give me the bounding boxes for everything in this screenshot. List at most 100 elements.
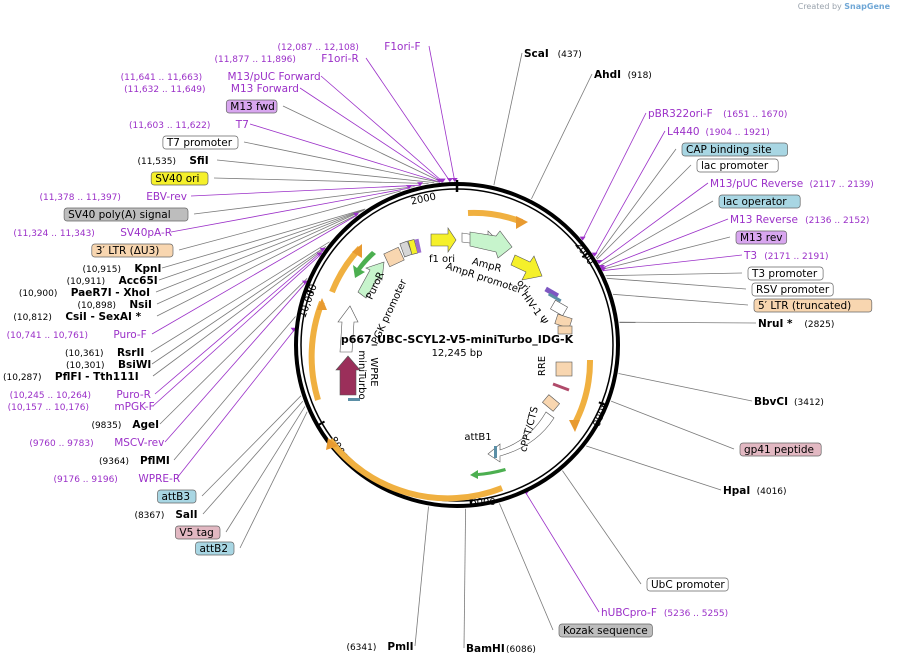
map-label-t3-promoter[interactable]: T3 promoter: [747, 266, 824, 281]
map-label-attb3[interactable]: attB3: [157, 489, 197, 504]
map-label-hubcpro-f[interactable]: hUBCpro-F(5236 .. 5255): [601, 607, 728, 619]
map-label-l4440[interactable]: L4440(1904 .. 1921): [667, 126, 770, 138]
map-label-f1ori-r[interactable]: F1ori-R(11,877 .. 11,896): [214, 53, 358, 65]
map-label-m13-reverse[interactable]: M13 Reverse(2136 .. 2152): [730, 214, 869, 226]
label-range-mpgk-f: (10,157 .. 10,176): [8, 403, 89, 413]
map-label-lac-promoter[interactable]: lac promoter: [696, 158, 779, 173]
leader-agei: [159, 278, 308, 425]
label-box-lac-operator: [718, 194, 801, 209]
map-label-sv40-polya[interactable]: SV40 poly(A) signal: [63, 207, 189, 222]
leader-m13-fwd-box: [282, 105, 442, 183]
map-label-mscv-rev[interactable]: MSCV-rev(9760 .. 9783): [29, 437, 164, 449]
map-label-pflmi[interactable]: PflMI(9364): [99, 455, 170, 467]
map-label-agei[interactable]: AgeI(9835): [91, 419, 159, 431]
map-label-m13-rev-box[interactable]: M13 rev: [735, 230, 788, 245]
map-label-ltr5[interactable]: 5′ LTR (truncated): [753, 298, 873, 313]
leader-ahdi: [531, 73, 593, 200]
map-label-kozak[interactable]: Kozak sequence: [558, 623, 653, 638]
map-label-pbr322ori-f[interactable]: pBR322ori-F(1651 .. 1670): [648, 108, 787, 120]
map-label-lac-operator[interactable]: lac operator: [718, 194, 801, 209]
map-label-ubc-promoter[interactable]: UbC promoter: [646, 577, 729, 592]
label-range-m13-reverse: (2136 .. 2152): [805, 216, 869, 226]
primer-mark-puro-r: [319, 247, 326, 252]
features: [335, 227, 573, 479]
map-label-cap-binding[interactable]: CAP binding site: [681, 142, 788, 157]
label-range-nsii: (10,898): [77, 301, 116, 311]
map-label-sfii[interactable]: SfiI(11,535): [137, 155, 208, 167]
map-label-attb2[interactable]: attB2: [195, 541, 235, 556]
tick-mark: [317, 420, 325, 427]
leader-rsv-promoter: [606, 277, 747, 290]
map-label-kpni[interactable]: KpnI(10,915): [82, 263, 161, 275]
label-range-csii: (10,812): [13, 313, 52, 323]
label-name-l4440: L4440: [667, 126, 700, 138]
map-label-m13puc-fwd[interactable]: M13/pUC Forward(11,641 .. 11,663): [121, 71, 321, 83]
map-label-hpai[interactable]: HpaI(4016): [723, 485, 787, 497]
ubc-promoter-arrow: [487, 411, 555, 463]
map-label-nsii[interactable]: NsiI (10,898): [77, 299, 151, 311]
map-label-sali[interactable]: SalI(8367): [134, 509, 197, 521]
arrowhead-2: [569, 420, 580, 432]
map-label-t7[interactable]: T7(11,603 .. 11,622): [129, 119, 249, 131]
map-label-m13puc-rev[interactable]: M13/pUC Reverse(2117 .. 2139): [710, 178, 874, 190]
map-label-gp41[interactable]: gp41 peptide: [739, 442, 822, 457]
leader-f1ori-r: [365, 57, 451, 182]
map-label-bamhi[interactable]: BamHI(6086): [466, 643, 536, 655]
feature-label-hiv1: HIV-1 Ψ: [519, 290, 550, 327]
label-name-nsii: NsiI: [129, 299, 152, 311]
leader-attb3: [201, 395, 302, 497]
label-box-rsv-promoter: [751, 282, 834, 297]
map-label-rsrii[interactable]: RsrII(10,361): [65, 347, 144, 359]
map-label-scai[interactable]: ScaI(437): [524, 48, 582, 60]
map-label-ebv-rev[interactable]: EBV-rev(11,378 .. 11,397): [39, 191, 186, 203]
label-name-f1ori-f: F1ori-F: [384, 41, 420, 53]
label-name-m13puc-rev: M13/pUC Reverse: [710, 178, 803, 190]
map-label-sv40-ori[interactable]: SV40 ori: [150, 171, 209, 186]
map-label-paer7i[interactable]: PaeR7I - XhoI(10,900): [19, 287, 150, 299]
label-name-kpni: KpnI: [134, 263, 161, 275]
leader-f1ori-f: [428, 45, 456, 182]
leader-hpai: [586, 445, 722, 491]
map-label-t7-promoter[interactable]: T7 promoter: [162, 135, 239, 150]
map-label-t3[interactable]: T3(2171 .. 2191): [743, 250, 828, 262]
map-label-v5-tag[interactable]: V5 tag: [175, 525, 221, 540]
map-label-wpre-r[interactable]: WPRE-R(9176 .. 9196): [54, 473, 181, 485]
hiv1-psi-box: [550, 299, 568, 317]
rre-box: [555, 361, 573, 377]
map-label-rsv-promoter[interactable]: RSV promoter: [751, 282, 834, 297]
map-label-nrui[interactable]: NruI *(2825): [758, 318, 834, 330]
map-label-puro-r[interactable]: Puro-R(10,245 .. 10,264): [10, 389, 151, 401]
map-label-ltr3[interactable]: 3′ LTR (ΔU3): [91, 243, 174, 258]
map-label-csii[interactable]: CsiI - SexAI *(10,812): [13, 311, 141, 323]
label-box-cap-binding: [681, 142, 788, 157]
leader-lac-operator: [600, 200, 714, 266]
map-label-ahdi[interactable]: AhdI(918): [594, 69, 652, 81]
map-label-f1ori-f[interactable]: F1ori-F(12,087 .. 12,108): [277, 41, 420, 53]
tick-mark: [581, 251, 590, 259]
map-label-pmli[interactable]: PmlI(6341): [346, 641, 413, 653]
label-name-kozak: Kozak sequence: [563, 625, 648, 637]
arc-arrowheads: [317, 216, 580, 450]
leader-t3: [603, 254, 743, 271]
map-label-bsiwi[interactable]: BsiWI(10,301): [66, 359, 151, 371]
primer-mark-l4440: [591, 252, 598, 257]
map-label-pflfi[interactable]: PflFI - Tth111I(10,287): [3, 371, 139, 383]
label-box-t3-promoter: [747, 266, 824, 281]
map-label-sv40pa-r[interactable]: SV40pA-R(11,324 .. 11,343): [13, 227, 172, 239]
map-label-mpgk-f[interactable]: mPGK-F(10,157 .. 10,176): [8, 401, 155, 413]
label-range-mscv-rev: (9760 .. 9783): [29, 439, 93, 449]
label-name-bamhi: BamHI: [466, 643, 505, 655]
label-name-sali: SalI: [175, 509, 197, 521]
label-range-pbr322ori-f: (1651 .. 1670): [723, 110, 787, 120]
map-label-m13-fwd-box[interactable]: M13 fwd: [225, 99, 278, 114]
label-name-sv40-ori: SV40 ori: [155, 173, 199, 185]
label-range-acc65i: (10,911): [67, 277, 106, 287]
map-label-acc65i[interactable]: Acc65I(10,911): [67, 275, 158, 287]
map-label-puro-f[interactable]: Puro-F(10,741 .. 10,761): [7, 329, 147, 341]
attb1-mark: [494, 446, 497, 458]
map-label-bbvci[interactable]: BbvCI(3412): [754, 396, 824, 408]
label-box-gp41: [739, 442, 822, 457]
label-name-f1ori-r: F1ori-R: [321, 53, 358, 65]
map-label-m13-forward[interactable]: M13 Forward(11,632 .. 11,649): [124, 83, 299, 95]
leader-ltr5: [612, 293, 749, 306]
